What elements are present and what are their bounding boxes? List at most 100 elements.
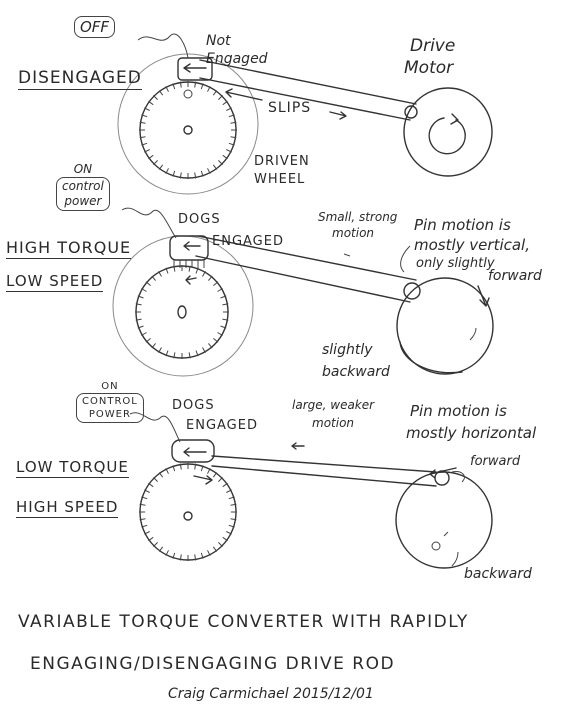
control-power-frame-2: control power	[56, 177, 110, 211]
state-low-speed-text: LOW SPEED	[6, 272, 104, 292]
wheel-tooth	[153, 477, 158, 482]
state-high-speed: HIGH SPEED	[16, 498, 119, 518]
wheel-tooth	[218, 160, 223, 165]
motor-rotation-arrowhead	[450, 113, 459, 125]
wheel-tooth	[230, 136, 237, 139]
wheel-tooth	[165, 267, 169, 274]
wheel-tooth	[212, 90, 218, 96]
wheel-tooth	[135, 303, 142, 306]
large-motion-arrow-icon	[291, 442, 305, 450]
wheel-tooth	[141, 288, 147, 292]
wheel-tooth	[144, 107, 150, 111]
wheel-tooth	[148, 100, 154, 106]
wheel-tooth	[148, 154, 154, 160]
motor-label-line-1: Drive	[410, 36, 456, 56]
driven-wheel	[135, 265, 229, 359]
wheel-tooth	[194, 463, 197, 470]
driven-wheel-teeth	[139, 81, 237, 179]
wheel-tooth	[200, 170, 204, 177]
dog-arrow-icon	[183, 447, 207, 457]
control-state-off: OFF	[74, 16, 116, 38]
wheel-tooth	[158, 90, 164, 96]
wheel-tooth	[188, 352, 191, 359]
slips-arrow-right-icon	[329, 111, 347, 120]
wheel-rotation-arrow-icon	[193, 475, 213, 485]
pin-label-2-line-2: mostly vertical,	[414, 236, 530, 254]
drive-rod	[199, 59, 417, 121]
forward-label-3: forward	[470, 454, 521, 469]
state-low-speed: LOW SPEED	[6, 272, 104, 292]
wheel-tooth	[141, 524, 148, 528]
wheel-label-line-1: DRIVEN	[254, 154, 310, 169]
wheel-tooth	[158, 472, 164, 478]
wheel-tooth	[165, 168, 169, 174]
wheel-tooth	[217, 288, 223, 292]
wheel-tooth	[172, 170, 176, 177]
small-motion-label-1: Small, strong	[318, 210, 398, 224]
wheel-tooth	[220, 325, 227, 329]
driven-wheel-teeth	[139, 463, 237, 561]
wheel-tooth	[158, 271, 162, 277]
wheel-tooth	[194, 81, 197, 88]
control-on-2: ON	[73, 162, 93, 176]
wheel-tooth	[230, 518, 237, 521]
small-motion-arrow-icon	[343, 253, 351, 257]
wheel-tooth	[148, 536, 154, 542]
wheel-tooth	[200, 552, 204, 559]
control-power-box-3: ON CONTROL POWER	[76, 380, 144, 423]
wheel-tooth	[139, 503, 146, 506]
wheel-tooth	[228, 142, 235, 146]
large-motion-label-2: motion	[312, 416, 355, 430]
control-off-box: OFF	[74, 16, 116, 38]
wheel-tooth	[139, 121, 146, 124]
wheel-tooth	[139, 518, 146, 521]
wheel-tooth	[179, 554, 182, 561]
footer-title-line-1: VARIABLE TORQUE CONVERTER WITH RAPIDLY	[18, 612, 469, 632]
wheel-tooth	[137, 325, 144, 329]
wheel-tooth	[144, 149, 150, 153]
panel-disengaged	[117, 33, 493, 195]
slips-label: SLIPS	[268, 100, 312, 116]
wheel-tooth	[172, 552, 176, 559]
wheel-tooth	[202, 347, 206, 353]
wheel-tooth	[228, 114, 235, 118]
wheel-tooth	[207, 468, 211, 474]
wheel-tooth	[151, 343, 156, 349]
wheel-tooth	[218, 95, 223, 100]
wheel-tooth	[158, 546, 164, 552]
pin-path-arrow-icon	[400, 245, 411, 273]
wheel-tooth	[207, 168, 211, 174]
dog-block	[169, 235, 209, 261]
engaged-label-2: ENGAGED	[212, 234, 284, 249]
wheel-tooth	[217, 332, 223, 336]
drive-motor	[395, 471, 493, 569]
engaged-label-3: ENGAGED	[186, 418, 258, 433]
wheel-tooth	[226, 489, 232, 493]
dogs-label-2: DOGS	[178, 212, 221, 227]
drive-motor	[396, 277, 494, 375]
state-disengaged: DISENGAGED	[18, 68, 142, 90]
wheel-tooth	[144, 489, 150, 493]
wheel-tooth	[141, 496, 148, 500]
wheel-tooth	[218, 542, 223, 547]
wheel-tooth	[230, 503, 237, 506]
dogs-label-3: DOGS	[172, 398, 215, 413]
large-motion-label-1: large, weaker	[292, 398, 375, 412]
wheel-tooth	[195, 350, 199, 357]
wheel-tooth	[230, 121, 237, 124]
pin-label-3-line-1: Pin motion is	[410, 402, 507, 420]
driven-wheel-hub	[177, 305, 187, 319]
wheel-tooth	[179, 81, 182, 88]
driven-wheel-hub	[183, 511, 193, 521]
wheel-tooth	[222, 482, 228, 488]
wheel-tooth	[222, 303, 229, 306]
wheel-tooth	[179, 463, 182, 470]
dog-slip-arrow-icon	[183, 63, 207, 73]
wheel-tooth	[158, 347, 162, 353]
backward-label-2-line-2: backward	[322, 364, 390, 380]
control-on-3: ON	[101, 381, 119, 392]
power-word-2: power	[64, 194, 102, 208]
control-wire-2	[121, 207, 177, 239]
wheel-tooth	[153, 160, 158, 165]
